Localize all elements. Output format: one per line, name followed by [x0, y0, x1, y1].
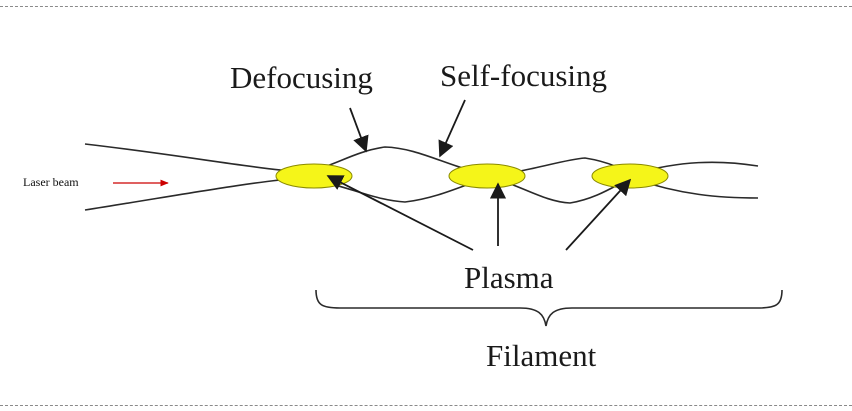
plasma-arrow-3 [565, 178, 632, 251]
plasma-arrow-1 [326, 175, 474, 251]
plasma-spot-2 [448, 163, 526, 189]
self-focusing-arrow [438, 99, 466, 158]
laser-beam-label: Laser beam [23, 175, 79, 189]
defocusing-arrow [349, 107, 369, 153]
defocusing-label: Defocusing [230, 60, 373, 95]
plasma-spot-1 [275, 163, 353, 189]
plasma-spot-3 [591, 163, 669, 189]
filament-label: Filament [486, 338, 597, 373]
filament-brace [315, 289, 783, 327]
top-dashed-border [0, 6, 852, 7]
plasma-label: Plasma [464, 260, 554, 295]
self-focusing-label: Self-focusing [440, 58, 608, 93]
bottom-dashed-border [0, 405, 852, 406]
